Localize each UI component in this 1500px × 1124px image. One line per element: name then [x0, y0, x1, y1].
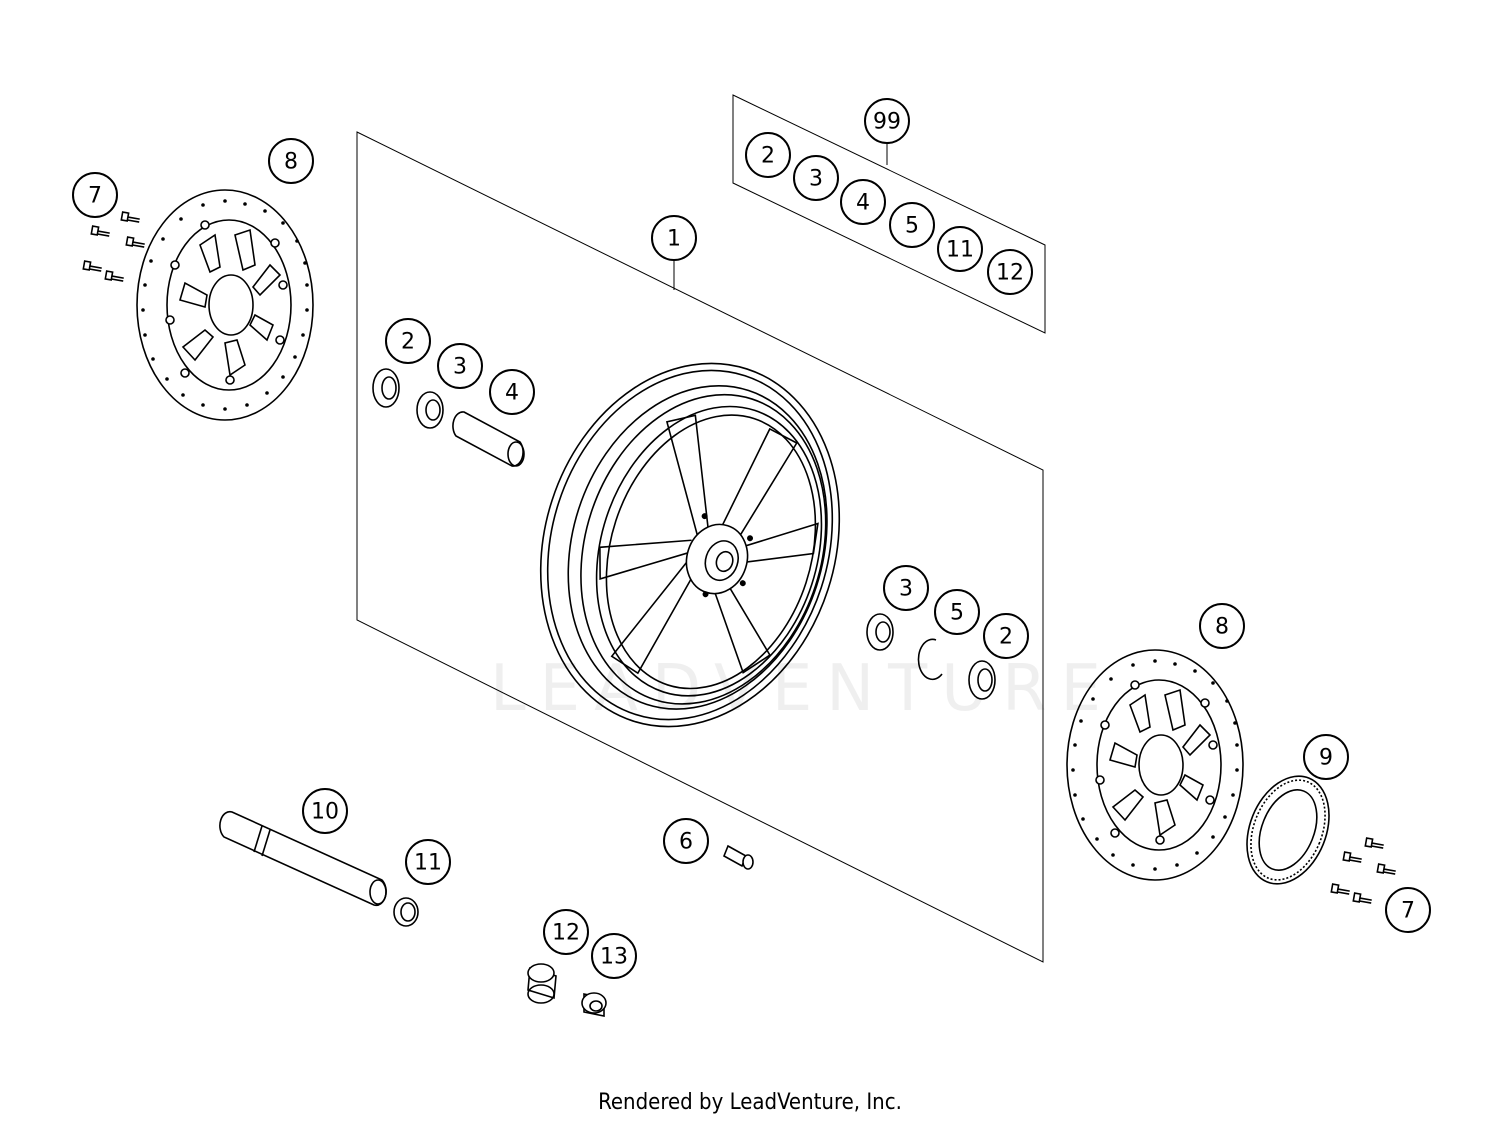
callout-label: 3: [899, 577, 913, 602]
callout-label: 8: [1215, 615, 1229, 640]
callout-c3a: 3: [793, 155, 839, 201]
callout-circle: [268, 138, 314, 184]
callout-label: 13: [600, 945, 628, 970]
callout-c11a: 11: [937, 226, 983, 272]
callout-c1: 1: [651, 215, 697, 261]
callout-c13: 13: [591, 933, 637, 979]
callout-label: 4: [505, 381, 519, 406]
callout-circle: [745, 132, 791, 178]
callout-circle: [987, 249, 1033, 295]
axle-10: [219, 810, 387, 907]
callout-circle: [72, 172, 118, 218]
callout-circle: [385, 318, 431, 364]
callout-c2b: 2: [385, 318, 431, 364]
bushing-12: [527, 963, 557, 1004]
seal-2-left: [372, 368, 400, 408]
callout-circle: [1199, 603, 1245, 649]
callout-c7b: 7: [1385, 887, 1431, 933]
callout-c9: 9: [1303, 734, 1349, 780]
bearing-3-left: [416, 391, 444, 429]
circlip-5: [917, 638, 943, 681]
footer-credit: Rendered by LeadVenture, Inc.: [598, 1090, 902, 1115]
callout-circle: [437, 343, 483, 389]
callout-label: 9: [1319, 746, 1333, 771]
callout-circle: [543, 909, 589, 955]
seal-2-right: [968, 660, 996, 700]
callout-circle: [840, 179, 886, 225]
callout-label: 5: [950, 601, 964, 626]
callout-c12a: 12: [987, 249, 1033, 295]
callout-c8b: 8: [1199, 603, 1245, 649]
brake-disc-right: [1066, 649, 1244, 881]
nut-13: [581, 992, 607, 1017]
callout-circle: [889, 202, 935, 248]
disc-holes-right: [1071, 659, 1239, 871]
callout-circle: [1303, 734, 1349, 780]
callout-label: 8: [284, 150, 298, 175]
callout-c4b: 4: [489, 369, 535, 415]
callout-circle: [934, 589, 980, 635]
callout-c2c: 2: [983, 613, 1029, 659]
callout-label: 11: [946, 238, 974, 263]
callout-circle: [883, 565, 929, 611]
wheel-assembly-box: [356, 131, 1044, 963]
callout-circle: [983, 613, 1029, 659]
brake-disc-left: [136, 189, 314, 421]
callout-label: 7: [1401, 899, 1415, 924]
callout-circle: [591, 933, 637, 979]
callout-circle: [489, 369, 535, 415]
callout-label: 2: [999, 625, 1013, 650]
spacer-11: [393, 897, 419, 927]
callout-c2a: 2: [745, 132, 791, 178]
callout-circle: [864, 98, 910, 144]
callout-c10: 10: [302, 788, 348, 834]
callout-label: 4: [856, 191, 870, 216]
callout-circle: [302, 788, 348, 834]
callout-c5a: 5: [889, 202, 935, 248]
callout-label: 1: [667, 227, 681, 252]
callout-c11b: 11: [405, 839, 451, 885]
kit-box: [732, 94, 1046, 334]
callout-circle: [663, 818, 709, 864]
bearing-3-right: [866, 613, 894, 651]
bolts-left: [82, 211, 145, 282]
callout-label: 12: [996, 261, 1024, 286]
valve-6: [722, 844, 754, 870]
callout-c5b: 5: [934, 589, 980, 635]
callout-c4a: 4: [840, 179, 886, 225]
front-wheel: [539, 362, 841, 728]
callout-label: 12: [552, 921, 580, 946]
callout-circle: [405, 839, 451, 885]
callout-label: 3: [453, 355, 467, 380]
callout-label: 6: [679, 830, 693, 855]
callout-c3c: 3: [883, 565, 929, 611]
callout-c3b: 3: [437, 343, 483, 389]
callout-c6: 6: [663, 818, 709, 864]
callout-label: 10: [311, 800, 339, 825]
callout-c12b: 12: [543, 909, 589, 955]
abs-sensor-ring: [1246, 775, 1330, 885]
callout-c8a: 8: [268, 138, 314, 184]
spacer-4: [452, 411, 525, 467]
callout-label: 3: [809, 167, 823, 192]
callout-c7a: 7: [72, 172, 118, 218]
callout-label: 11: [414, 851, 442, 876]
callout-circle: [1385, 887, 1431, 933]
callout-circle: [793, 155, 839, 201]
callout-label: 5: [905, 214, 919, 239]
callout-circle: [937, 226, 983, 272]
callout-label: 7: [88, 184, 102, 209]
bolts-right: [1330, 837, 1396, 904]
callout-circle: [651, 215, 697, 261]
disc-holes-left: [141, 199, 309, 411]
callout-label: 99: [873, 110, 901, 135]
callout-c99: 99: [864, 98, 910, 144]
callout-label: 2: [761, 144, 775, 169]
callout-label: 2: [401, 330, 415, 355]
